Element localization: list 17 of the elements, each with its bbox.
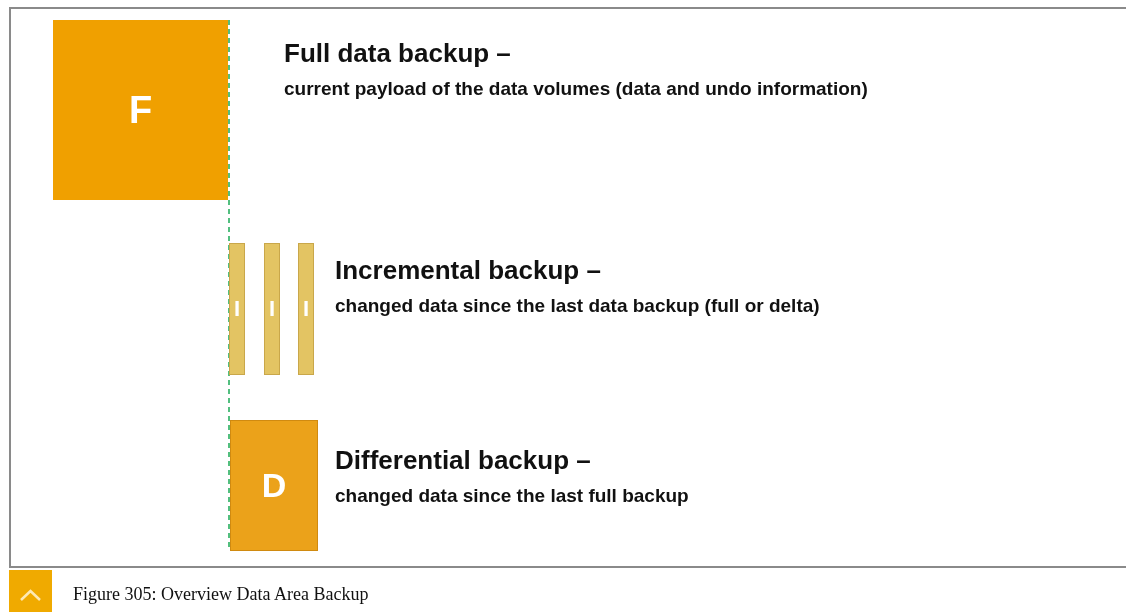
block-letter: I — [268, 296, 276, 322]
full-backup-block — [53, 20, 228, 200]
incremental-backup-bar — [298, 243, 314, 375]
incremental-backup-bar — [264, 243, 280, 375]
block-letter: I — [302, 296, 310, 322]
backup-type-heading: Differential backup – — [335, 445, 591, 476]
block-letter: D — [261, 466, 287, 505]
incremental-backup-bar — [229, 243, 245, 375]
backup-type-heading: Incremental backup – — [335, 255, 601, 286]
block-letter: I — [233, 296, 241, 322]
differential-backup-block — [230, 420, 318, 551]
backup-description: changed data since the last data backup (full or delta) — [335, 295, 820, 317]
backup-description: changed data since the last full backup — [335, 485, 689, 507]
backup-type-heading: Full data backup – — [284, 38, 511, 69]
backup-description: current payload of the data volumes (data and undo information) — [284, 78, 868, 100]
block-letter: F — [128, 88, 153, 132]
figure-caption: Figure 305: Overview Data Area Backup — [73, 584, 369, 605]
